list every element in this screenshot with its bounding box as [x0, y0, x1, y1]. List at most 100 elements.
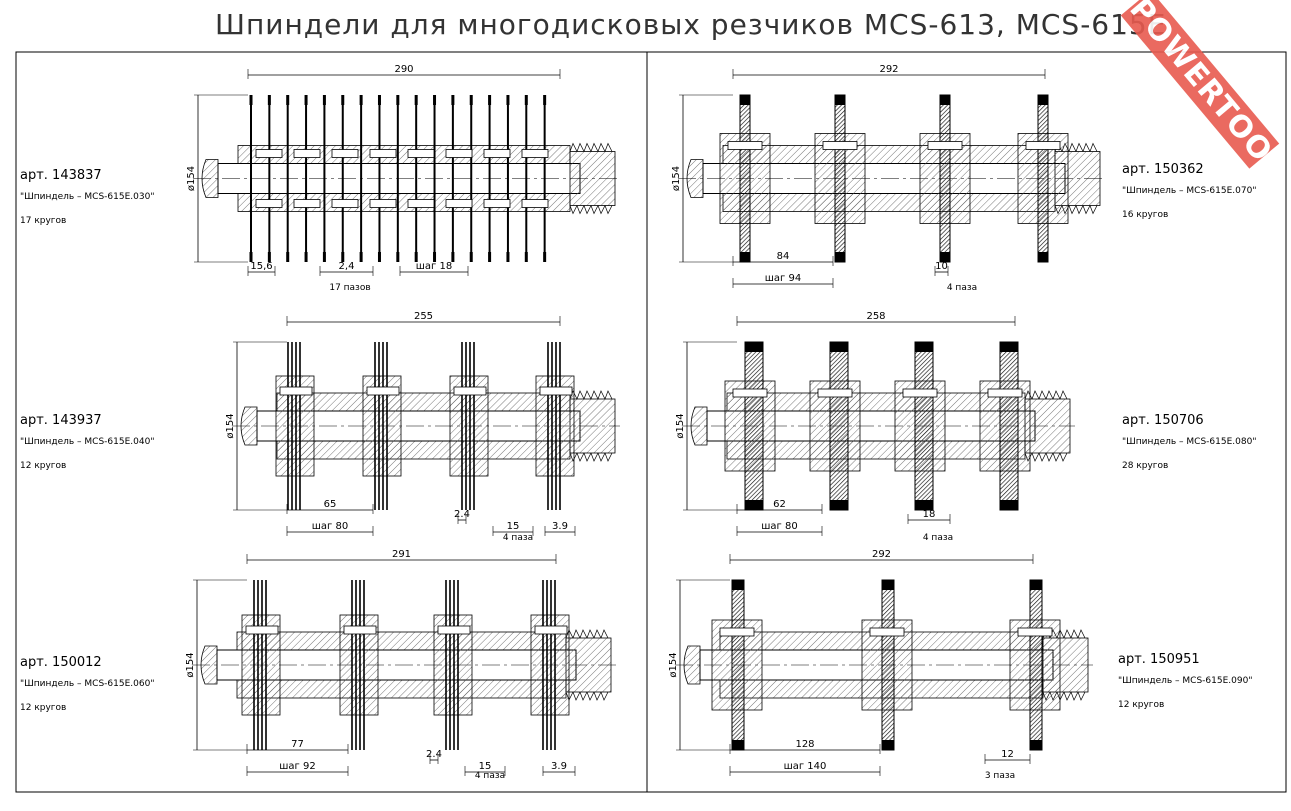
diameter-dimension: ø154 [671, 166, 682, 191]
cutting-disc-pack [1037, 94, 1049, 263]
dimension-label: 4 паза [503, 533, 533, 543]
dimension-label: шаг 80 [312, 521, 348, 532]
dimension-label: 4 паза [947, 283, 977, 293]
dimension-label: 3.9 [551, 761, 567, 772]
cutting-disc-pack [939, 94, 951, 263]
diameter-dimension: ø154 [185, 652, 196, 677]
length-dimension: 291 [392, 549, 411, 560]
cutting-disc-pack [834, 94, 846, 263]
diameter-dimension: ø154 [668, 652, 679, 677]
dimension-label: 2.4 [426, 749, 442, 760]
key-slot [727, 141, 763, 150]
disc-count: 16 кругов [1122, 210, 1169, 220]
diameter-dimension: ø154 [225, 413, 236, 438]
key-slot [483, 149, 511, 158]
key-slot [539, 386, 573, 396]
disc-count: 12 кругов [20, 461, 67, 471]
key-slot [343, 625, 377, 635]
key-slot [369, 199, 397, 208]
dimension-label: 65 [324, 499, 337, 510]
drawing-frame [15, 51, 1287, 793]
key-slot [902, 388, 938, 398]
article-number: арт. 150012 [20, 655, 102, 670]
spindle-name: "Шпиндель – MCS-615E.090" [1118, 676, 1253, 686]
spindle-drawing-1: 290 ø154 15,6 2,4 17 пазов шаг 18 [186, 64, 620, 293]
key-slot [366, 386, 400, 396]
article-number: арт. 150951 [1118, 652, 1200, 667]
dimension-label: 18 [923, 509, 936, 520]
cutting-disc-pack [914, 341, 934, 511]
spindle-drawing-4: 258 ø154 62 шаг 80 18 4 паза [675, 311, 1075, 543]
article-number: арт. 150362 [1122, 162, 1204, 177]
key-slot [1025, 141, 1061, 150]
cutting-disc-pack [881, 579, 895, 751]
key-slot [437, 625, 471, 635]
key-slot [453, 386, 487, 396]
key-slot [719, 627, 755, 637]
length-dimension: 258 [866, 311, 885, 322]
spindle-name: "Шпиндель – MCS-615E.060" [20, 679, 155, 689]
key-slot [407, 149, 435, 158]
key-slot [245, 625, 279, 635]
dimension-label: 15 [507, 521, 520, 532]
diameter-dimension: ø154 [675, 413, 686, 438]
spindle-name: "Шпиндель – MCS-615E.030" [20, 192, 155, 202]
page-title: Шпиндели для многодисковых резчиков MCS-… [215, 8, 1167, 41]
key-slot [407, 199, 435, 208]
dimension-label: 10 [935, 261, 948, 272]
dimension-label: 2.4 [454, 509, 470, 520]
key-slot [1017, 627, 1053, 637]
dimension-label: 77 [291, 739, 304, 750]
key-slot [255, 149, 283, 158]
key-slot [279, 386, 313, 396]
dimension-label: 84 [777, 251, 790, 262]
length-dimension: 290 [394, 64, 413, 75]
key-slot [732, 388, 768, 398]
cutting-disc-pack [731, 579, 745, 751]
dimension-label: шаг 80 [761, 521, 797, 532]
key-slot [927, 141, 963, 150]
dimension-label: шаг 140 [784, 761, 827, 772]
cutting-disc-pack [1029, 579, 1043, 751]
dimension-label: 15 [479, 761, 492, 772]
cutting-disc-pack [829, 341, 849, 511]
key-slot [293, 149, 321, 158]
dimension-label: 3.9 [552, 521, 568, 532]
length-dimension: 292 [879, 64, 898, 75]
dimension-label: 128 [795, 739, 814, 750]
cutting-disc-pack [999, 341, 1019, 511]
key-slot [445, 199, 473, 208]
dimension-label: 4 паза [923, 533, 953, 543]
length-dimension: 292 [872, 549, 891, 560]
cutting-disc-pack [744, 341, 764, 511]
key-slot [445, 149, 473, 158]
dimension-label: шаг 92 [279, 761, 315, 772]
key-slot [869, 627, 905, 637]
key-slot [822, 141, 858, 150]
dimension-label: 12 [1001, 749, 1014, 760]
key-slot [987, 388, 1023, 398]
key-slot [521, 199, 549, 208]
article-number: арт. 143837 [20, 168, 102, 183]
spindle-name: "Шпиндель – MCS-615E.080" [1122, 437, 1257, 447]
article-number: арт. 150706 [1122, 413, 1204, 428]
key-slot [483, 199, 511, 208]
diameter-dimension: ø154 [186, 166, 197, 191]
dimension-label: 17 пазов [329, 283, 370, 293]
dimension-label: 62 [773, 499, 786, 510]
dimension-label: шаг 18 [416, 261, 452, 272]
cutting-disc-pack [739, 94, 751, 263]
key-slot [534, 625, 568, 635]
dimension-label: 15,6 [250, 261, 272, 272]
key-slot [293, 199, 321, 208]
key-slot [331, 199, 359, 208]
dimension-label: 2,4 [339, 261, 355, 272]
dimension-label: 4 паза [475, 771, 505, 781]
key-slot [255, 199, 283, 208]
dimension-label: шаг 94 [765, 273, 801, 284]
length-dimension: 255 [414, 311, 433, 322]
key-slot [369, 149, 397, 158]
spindle-drawing-3: 255 ø154 65 шаг 80 2.4 154 паза 3.9 [225, 311, 620, 543]
key-slot [331, 149, 359, 158]
